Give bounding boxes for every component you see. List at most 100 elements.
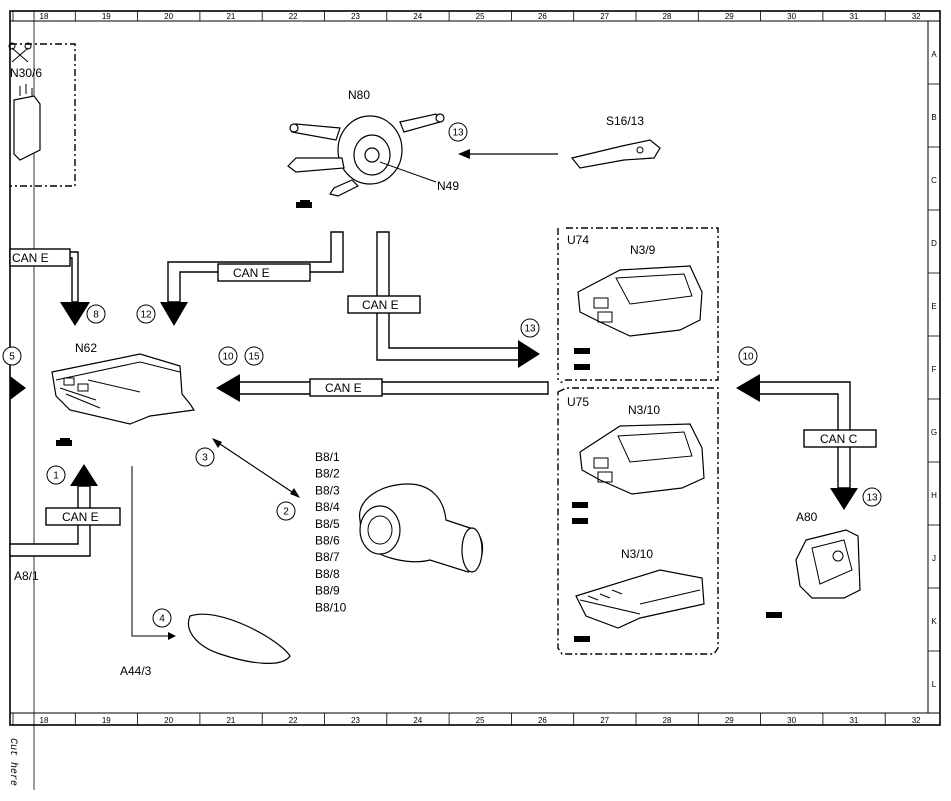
- ruler-row-E: E: [931, 302, 936, 311]
- ruler-col-23: 23: [351, 716, 360, 725]
- ruler-col-30: 30: [787, 12, 796, 21]
- parking-sensor-icon: [359, 483, 484, 573]
- label-b8-item: B8/10: [315, 600, 347, 614]
- callout-8: 8: [86, 304, 106, 324]
- label-b8-item: B8/5: [315, 517, 340, 531]
- ruler-col-28: 28: [663, 716, 672, 725]
- ruler-row-K: K: [931, 617, 937, 626]
- label-u74: U74: [567, 233, 589, 247]
- switch-lever-icon: [570, 139, 661, 169]
- hand-pointer-icon: [572, 502, 588, 524]
- callout-10: 10: [218, 346, 238, 366]
- ruler-row-F: F: [932, 365, 937, 374]
- ruler-row-J: J: [932, 554, 936, 563]
- component-b8-sensors: B8/1B8/2B8/3B8/4B8/5B8/6B8/7B8/8B8/9B8/1…: [212, 438, 484, 614]
- svg-text:3: 3: [202, 453, 208, 464]
- ruler-col-29: 29: [725, 12, 734, 21]
- bus-label-n80-right: CAN E: [362, 298, 399, 312]
- ruler-col-18: 18: [40, 716, 49, 725]
- ambient-light-strip-icon: [187, 613, 291, 664]
- gear-selector-module-icon: [795, 529, 861, 599]
- label-b8-item: B8/7: [315, 550, 340, 564]
- callout-5: 5: [2, 346, 22, 366]
- label-b8-item: B8/3: [315, 483, 340, 497]
- ruler-col-25: 25: [476, 12, 485, 21]
- label-u75: U75: [567, 395, 589, 409]
- ruler-col-31: 31: [849, 12, 858, 21]
- label-n3-10-b: N3/10: [621, 547, 653, 561]
- callout-1: 1: [46, 465, 66, 485]
- component-n30-6: N30/6: [8, 42, 76, 187]
- callout-2: 2: [276, 501, 296, 521]
- label-b8-item: B8/1: [315, 450, 340, 464]
- component-s16-13: S16/13: [458, 114, 661, 169]
- label-b8-item: B8/9: [315, 584, 340, 598]
- ruler-col-22: 22: [289, 12, 298, 21]
- ruler-row-A: A: [931, 50, 937, 59]
- callout-10: 10: [738, 346, 758, 366]
- engine-control-unit-n3-9-icon: [577, 265, 703, 337]
- hand-pointer-icon: [766, 612, 782, 618]
- steering-column-module-icon: [287, 113, 445, 197]
- svg-text:2: 2: [283, 507, 289, 518]
- hand-pointer-icon: [56, 438, 72, 446]
- svg-text:1: 1: [53, 471, 59, 482]
- engine-control-unit-n3-10-icon: [579, 423, 705, 495]
- hand-pointer-icon: [574, 348, 590, 370]
- label-b8-item: B8/4: [315, 500, 340, 514]
- callout-13: 13: [448, 122, 468, 142]
- label-s16-13: S16/13: [606, 114, 644, 128]
- ruler-col-26: 26: [538, 716, 547, 725]
- ruler-col-20: 20: [164, 716, 173, 725]
- scissors-icon: [8, 42, 32, 63]
- arrow-left-edge: [10, 376, 26, 400]
- ruler-col-23: 23: [351, 12, 360, 21]
- label-a8-1: A8/1: [14, 569, 39, 583]
- bus-a8-1: CAN E: [9, 464, 121, 557]
- ruler-col-24: 24: [413, 12, 422, 21]
- cut-here-label: Cut here: [7, 738, 18, 787]
- component-u75: U75 N3/10 N3/10: [557, 387, 719, 655]
- component-u74: U74 N3/9: [557, 227, 719, 385]
- ruler-row-L: L: [932, 680, 937, 689]
- svg-text:13: 13: [866, 493, 878, 504]
- label-b8-item: B8/8: [315, 567, 340, 581]
- ruler-row-C: C: [931, 176, 937, 185]
- label-n30-6: N30/6: [10, 66, 42, 80]
- svg-text:15: 15: [248, 352, 260, 363]
- ruler-col-28: 28: [663, 12, 672, 21]
- component-a80: A80: [766, 510, 861, 618]
- bus-label-can-c: CAN C: [820, 432, 858, 446]
- hand-pointer-icon: [574, 636, 590, 642]
- label-n3-9: N3/9: [630, 243, 656, 257]
- ruler-col-22: 22: [289, 716, 298, 725]
- svg-text:13: 13: [524, 324, 536, 335]
- bus-label-left-top: CAN E: [12, 251, 49, 265]
- callout-13: 13: [862, 487, 882, 507]
- ruler-col-24: 24: [413, 716, 422, 725]
- ruler-col-21: 21: [226, 716, 235, 725]
- svg-text:13: 13: [452, 128, 464, 139]
- svg-text:5: 5: [9, 352, 15, 363]
- bus-label-a8-1: CAN E: [62, 510, 99, 524]
- callout-15: 15: [244, 346, 264, 366]
- svg-text:4: 4: [159, 614, 165, 625]
- ruler-row-D: D: [931, 239, 937, 248]
- n30-6-unit-icon: [13, 84, 41, 161]
- bus-label-n80-left: CAN E: [233, 266, 270, 280]
- ruler-col-31: 31: [849, 716, 858, 725]
- ruler-col-19: 19: [102, 12, 111, 21]
- ruler-col-29: 29: [725, 716, 734, 725]
- component-n80: N80 N49: [287, 88, 459, 208]
- callout-3: 3: [195, 447, 215, 467]
- callout-12: 12: [136, 304, 156, 324]
- label-n49: N49: [437, 179, 459, 193]
- bus-n80-left: CAN E: [160, 231, 344, 326]
- callout-4: 4: [152, 608, 172, 628]
- svg-text:8: 8: [93, 310, 99, 321]
- svg-text:10: 10: [742, 352, 754, 363]
- ruler-col-20: 20: [164, 12, 173, 21]
